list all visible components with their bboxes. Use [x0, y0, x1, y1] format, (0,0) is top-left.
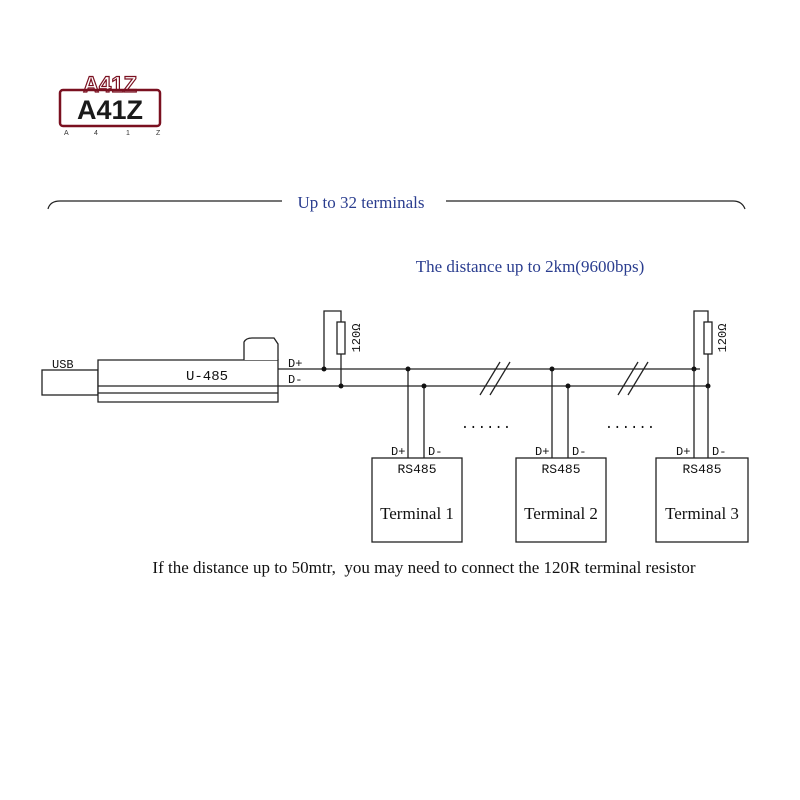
logo-small-z: Z [156, 130, 161, 137]
bus-dminus-label: D- [288, 373, 302, 387]
usb-plug [41, 369, 99, 396]
brand-logo: A41Z A41Z A 4 1 Z [58, 71, 162, 137]
terminal-name: Terminal 2 [524, 504, 598, 523]
usb-label: USB [52, 358, 74, 372]
terminal-box [371, 457, 463, 543]
device-terminal-block [243, 337, 279, 360]
device-label: U-485 [186, 369, 228, 385]
terminal-3: D+ D- RS485 Terminal 3 [655, 445, 749, 543]
terminal-interface-label: RS485 [682, 462, 721, 477]
terminal-dplus-label: D+ [535, 445, 549, 459]
logo-small-a: A [64, 130, 69, 137]
terminal-name: Terminal 1 [380, 504, 454, 523]
ellipsis-2: ...... [605, 417, 655, 433]
bus-dplus-label: D+ [288, 357, 302, 371]
terminal-dplus-label: D+ [391, 445, 405, 459]
logo-top-text: A41Z [83, 72, 137, 97]
terminal-name: Terminal 3 [665, 504, 739, 523]
range-bracket [47, 200, 746, 210]
terminal-1: D+ D- RS485 Terminal 1 [371, 445, 463, 543]
device-body [97, 359, 279, 403]
left-junction-dots [321, 366, 344, 389]
terminal-interface-label: RS485 [397, 462, 436, 477]
ellipsis-1: ...... [461, 417, 511, 433]
usb-adapter [41, 337, 279, 403]
terminal-box [655, 457, 749, 543]
resistor-left-body [336, 321, 346, 355]
logo-main-text: A41Z [77, 95, 143, 125]
terminal-interface-label: RS485 [541, 462, 580, 477]
logo-box [58, 88, 162, 128]
drop-lines [407, 369, 709, 458]
range-label: Up to 32 terminals [297, 193, 424, 212]
terminal-dplus-label: D+ [676, 445, 690, 459]
resistor-left-label: 120Ω [350, 324, 364, 353]
bus-lines [278, 361, 710, 396]
distance-label: The distance up to 2km(9600bps) [416, 257, 645, 276]
terminal-2: D+ D- RS485 Terminal 2 [515, 445, 607, 543]
terminal-dminus-label: D- [712, 445, 726, 459]
logo-small-1: 1 [126, 130, 130, 137]
resistor-right-body [703, 321, 713, 355]
logo-small-4: 4 [94, 130, 98, 137]
right-termination-resistor [693, 310, 713, 386]
footnote: If the distance up to 50mtr, you may nee… [152, 558, 696, 577]
terminal-dminus-label: D- [428, 445, 442, 459]
terminal-dminus-label: D- [572, 445, 586, 459]
resistor-right-label: 120Ω [716, 324, 730, 353]
drop-junction-dots [405, 366, 571, 389]
left-termination-resistor [323, 310, 346, 386]
terminal-box [515, 457, 607, 543]
